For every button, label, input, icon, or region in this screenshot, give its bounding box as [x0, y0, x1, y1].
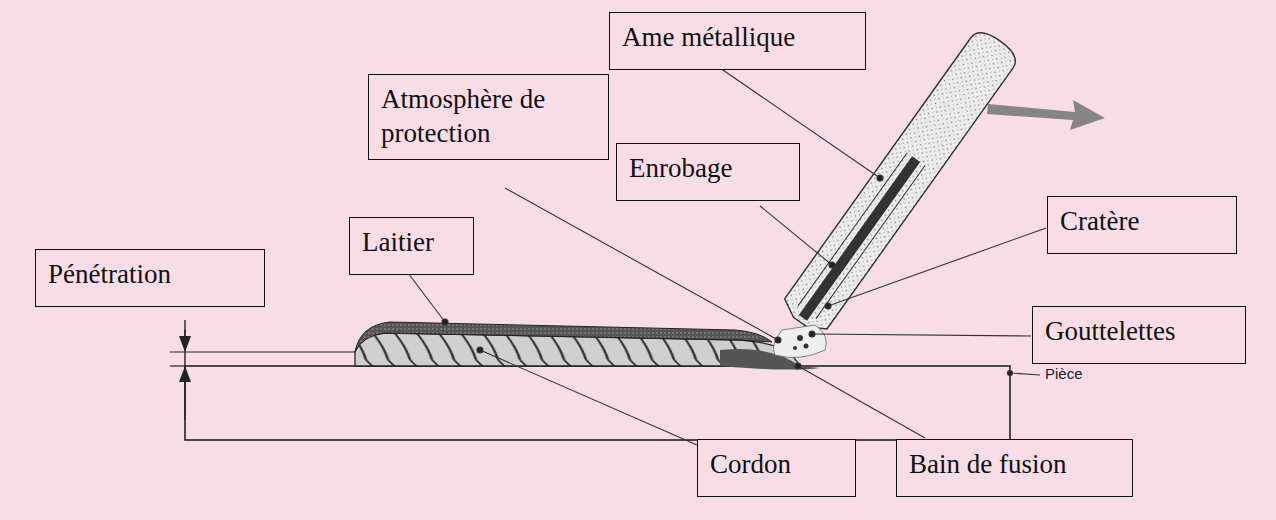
callout-text: Cordon	[710, 448, 843, 482]
callout-box: Ame métallique	[609, 12, 866, 70]
callout-box: Enrobage	[616, 143, 800, 201]
electrode	[779, 26, 1022, 337]
callout-text: Atmosphère de protection	[381, 83, 596, 151]
callout-text: Pénétration	[48, 258, 252, 292]
callout-box: Bain de fusion	[896, 439, 1133, 497]
part-label: Pièce	[1043, 365, 1085, 382]
callout-text: Laitier	[362, 226, 461, 260]
callout-box: Cordon	[697, 439, 856, 497]
callout-text: Enrobage	[629, 152, 787, 186]
workpiece	[170, 320, 1010, 440]
callout-text: Cratère	[1060, 205, 1224, 239]
callout-box: Cratère	[1047, 196, 1237, 254]
arc-and-droplets	[774, 325, 827, 358]
travel-arrow	[987, 100, 1105, 130]
callout-box: Laitier	[349, 217, 474, 275]
callout-box: Gouttelettes	[1032, 306, 1246, 364]
weld-bead	[355, 322, 820, 370]
callout-box: Pénétration	[35, 249, 265, 307]
callout-text: Bain de fusion	[909, 448, 1120, 482]
callout-box: Atmosphère de protection	[368, 74, 609, 160]
callout-text: Ame métallique	[622, 21, 853, 55]
callout-text: Gouttelettes	[1045, 315, 1233, 349]
